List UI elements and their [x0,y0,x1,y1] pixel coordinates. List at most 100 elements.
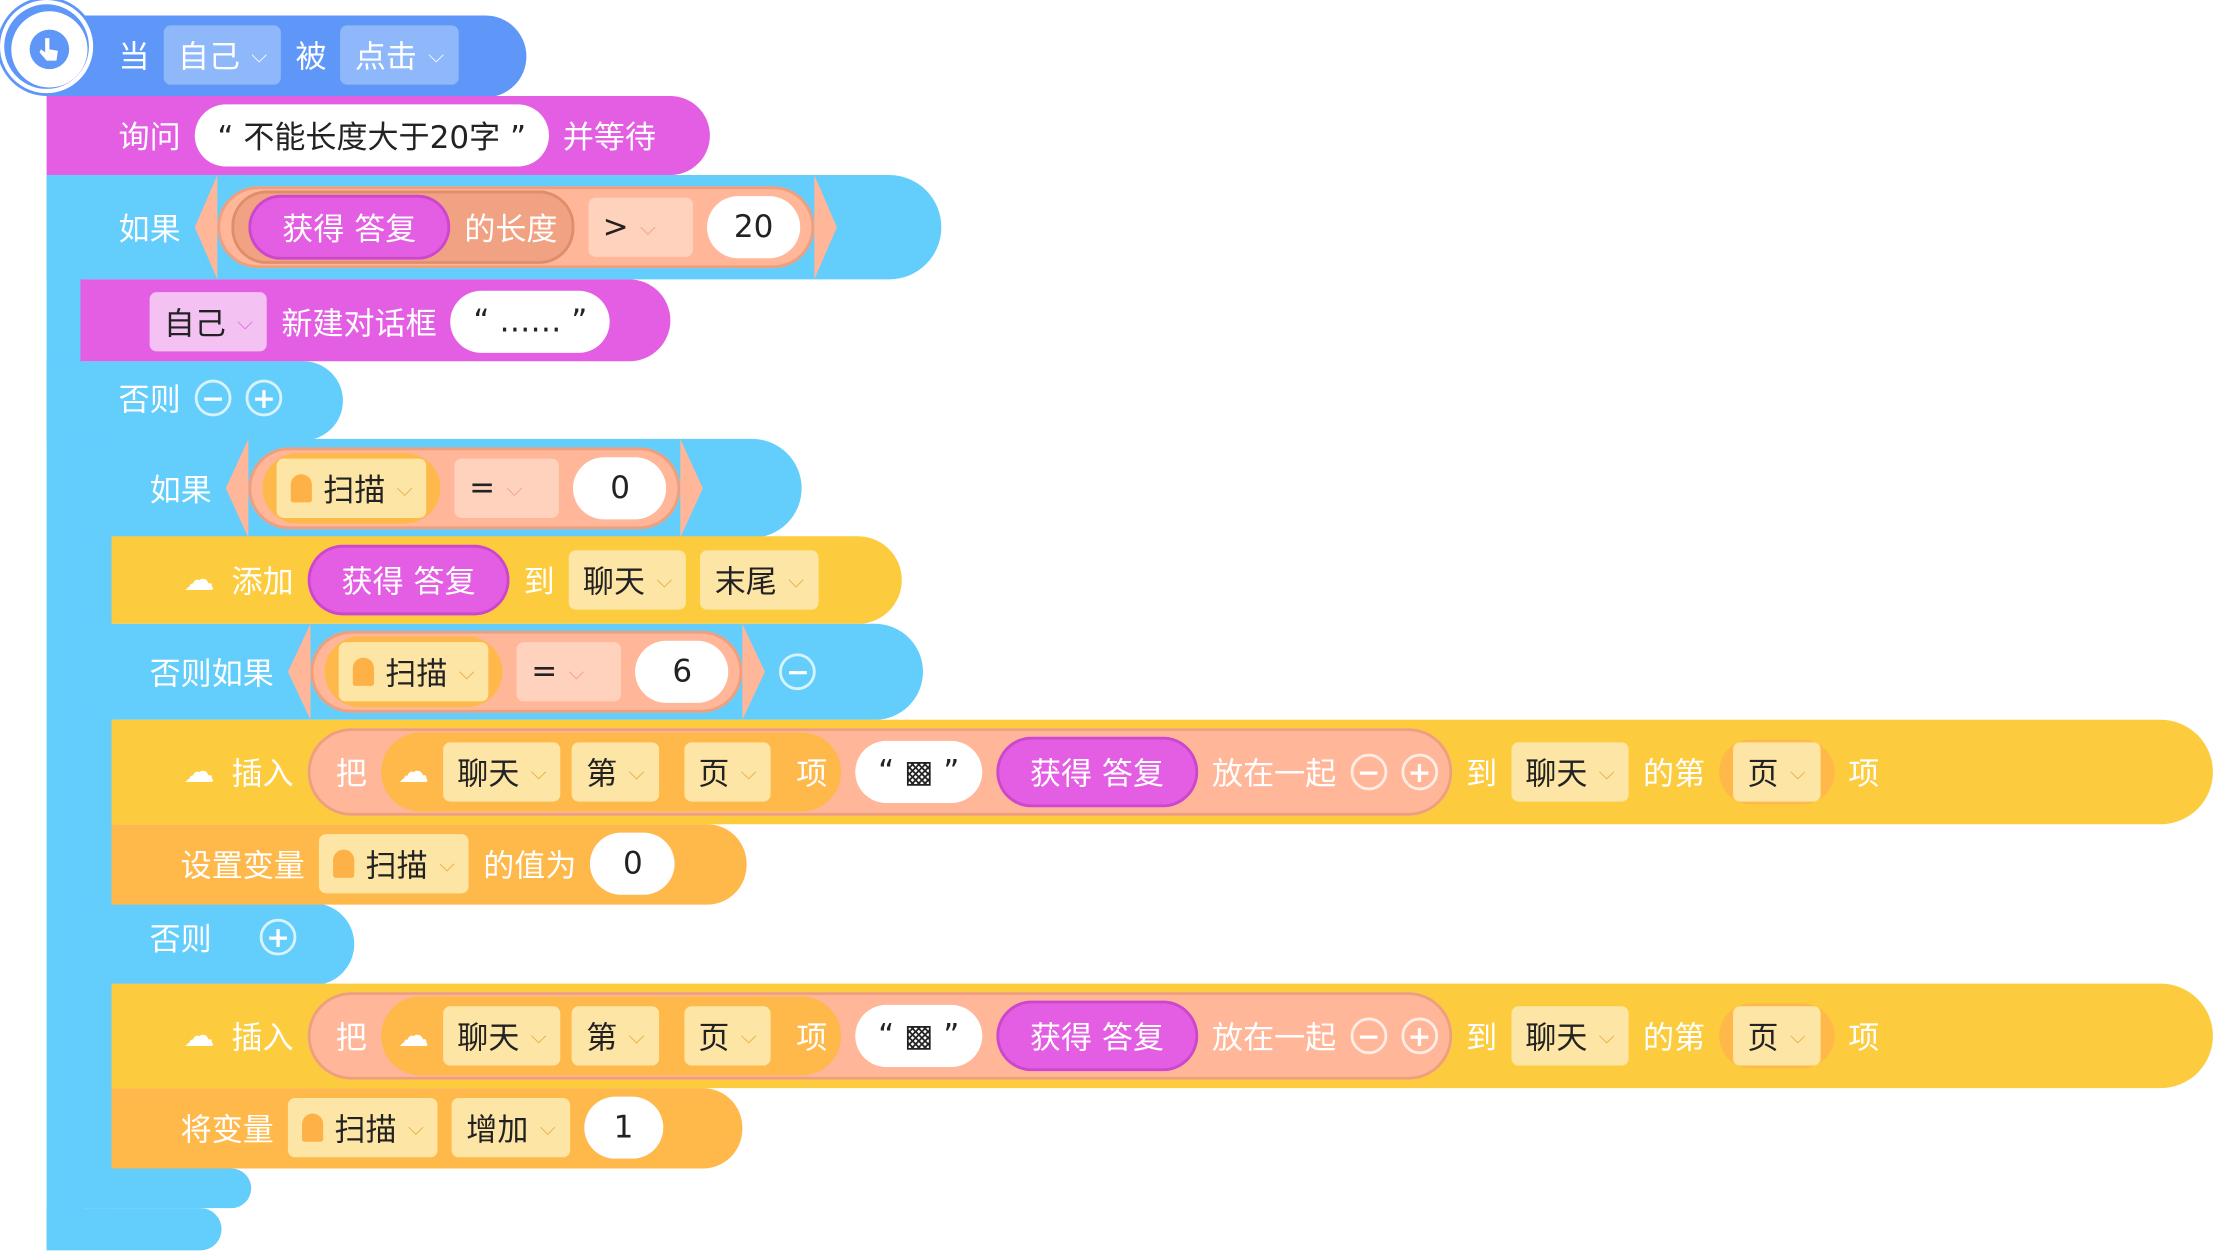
remove-item-button[interactable]: − [1350,1017,1388,1055]
add-branch-button[interactable]: + [259,918,297,956]
increment-value-input[interactable]: 1 [583,1096,664,1159]
event-action-value: 点击 [354,40,417,77]
chevron-down-icon: ⌵ [740,759,757,785]
ask-label: 询问 [118,121,181,157]
operator-value: > [602,209,629,245]
ghost-icon [302,1113,324,1142]
condition-left-edge [225,438,249,538]
dialog-target-dropdown[interactable]: 自己 ⌵ [149,292,268,352]
page-variable-dropdown[interactable]: 页 ⌵ [684,1006,771,1066]
scan-variable-value: 扫描 [385,657,448,693]
comparison-operator-block[interactable]: 获得 答复 的长度 > ⌵ 20 [217,186,815,269]
remove-branch-button[interactable]: − [194,379,232,417]
nth-value: 第 [586,757,618,794]
equals-operator-block[interactable]: 扫描 ⌵ = ⌵ 6 [310,630,743,713]
join-text-block[interactable]: 把 ☁ 聊天 ⌵ 第 ⌵ 页 ⌵ 项 “ ▩ ” [307,728,1452,816]
page-variable-reporter[interactable]: 页 ⌵ [670,739,785,805]
compare-value-input[interactable]: 20 [707,196,801,259]
add-label: 添加 [231,565,294,602]
page-variable-reporter[interactable]: 页 ⌵ [670,1003,785,1069]
nth-dropdown[interactable]: 第 ⌵ [572,1006,659,1066]
text-input[interactable]: “ ▩ ” [855,740,982,804]
variable-value-input[interactable]: 0 [590,832,676,895]
item-label: 项 [796,757,828,794]
if-else-block-body [46,175,84,1248]
scan-variable-dropdown[interactable]: 扫描 ⌵ [318,834,470,894]
chevron-down-icon: ⌵ [530,1023,547,1049]
add-item-button[interactable]: + [1401,1017,1438,1055]
list-dropdown[interactable]: 聊天 ⌵ [443,1006,561,1066]
position-dropdown[interactable]: 末尾 ⌵ [700,550,819,610]
condition-left-edge [287,623,311,720]
equals-operator-dropdown[interactable]: = ⌵ [517,642,622,702]
compare-value-input[interactable]: 0 [573,457,667,520]
dialog-text-input[interactable]: “ …… ” [450,290,610,353]
event-action-dropdown[interactable]: 点击 ⌵ [340,25,459,85]
ghost-icon [333,849,355,878]
equals-operator-dropdown[interactable]: = ⌵ [455,458,560,518]
if-label: 如果 [118,213,181,249]
event-middle-label: 被 [295,40,327,77]
join-label: 放在一起 [1212,757,1337,794]
page-variable-dropdown[interactable]: 页 ⌵ [684,742,771,802]
list-item-reporter[interactable]: ☁ 聊天 ⌵ 第 ⌵ 页 ⌵ 项 [381,996,842,1076]
list-item-reporter[interactable]: ☁ 聊天 ⌵ 第 ⌵ 页 ⌵ 项 [381,732,842,812]
page-variable-reporter[interactable]: 页 ⌵ [1719,739,1835,805]
chevron-down-icon: ⌵ [407,1114,424,1141]
put-label: 把 [335,757,367,794]
chevron-down-icon: ⌵ [628,759,645,785]
value-is-label: 的值为 [483,849,577,885]
answer-reporter[interactable]: 获得 答复 [996,1000,1198,1072]
remove-branch-button[interactable]: − [779,653,817,691]
event-target-dropdown[interactable]: 自己 ⌵ [163,25,282,85]
nth-dropdown[interactable]: 第 ⌵ [572,742,659,802]
scan-variable-dropdown[interactable]: 扫描 ⌵ [287,1097,439,1158]
scan-variable-dropdown[interactable]: 扫描 ⌵ [276,458,427,518]
answer-reporter[interactable]: 获得 答复 [307,544,510,616]
condition-right-edge [742,623,766,720]
remove-item-button[interactable]: − [1350,753,1388,791]
compare-value-input[interactable]: 6 [635,640,729,703]
target-list-dropdown[interactable]: 聊天 ⌵ [1511,742,1629,802]
answer-reporter[interactable]: 获得 答复 [248,194,451,260]
inner-if-block-foot [79,1168,252,1209]
scan-variable-dropdown[interactable]: 扫描 ⌵ [338,642,489,702]
ask-suffix-label: 并等待 [562,121,656,157]
comparison-operator-dropdown[interactable]: > ⌵ [588,197,693,257]
change-op-dropdown[interactable]: 增加 ⌵ [452,1097,570,1158]
item-label: 项 [796,1021,828,1058]
event-target-value: 自己 [177,40,240,77]
scan-variable-reporter[interactable]: 扫描 ⌵ [262,453,441,524]
else-label: 否则 [149,922,212,959]
text-input[interactable]: “ ▩ ” [855,1004,982,1067]
list-value: 聊天 [457,1021,520,1058]
inner-if-block-body [79,438,113,1209]
to-label: 到 [1466,1021,1498,1058]
add-item-button[interactable]: + [1401,753,1438,791]
ghost-icon [352,657,375,686]
page-variable-dropdown[interactable]: 页 ⌵ [1733,742,1821,802]
ask-text-input[interactable]: “ 不能长度大于20字 ” [194,104,549,167]
chevron-down-icon: ⌵ [438,851,456,877]
chevron-down-icon: ⌵ [530,759,547,785]
chevron-down-icon: ⌵ [639,214,657,240]
scan-variable-reporter[interactable]: 扫描 ⌵ [324,636,503,708]
chevron-down-icon: ⌵ [506,475,523,502]
answer-reporter[interactable]: 获得 答复 [996,736,1198,808]
put-label: 把 [335,1021,367,1058]
length-reporter[interactable]: 获得 答复 的长度 [231,190,575,264]
join-label: 放在一起 [1212,1021,1337,1058]
chevron-down-icon: ⌵ [458,659,475,685]
target-list-dropdown[interactable]: 聊天 ⌵ [1511,1006,1629,1066]
join-text-block[interactable]: 把 ☁ 聊天 ⌵ 第 ⌵ 页 ⌵ 项 “ ▩ ” [307,992,1452,1080]
page-variable-value: 页 [698,757,730,794]
condition-right-edge [680,438,704,538]
equals-operator-block[interactable]: 扫描 ⌵ = ⌵ 0 [248,447,681,530]
add-branch-button[interactable]: + [245,379,283,417]
chevron-down-icon: ⌵ [1598,1023,1615,1049]
chevron-down-icon: ⌵ [428,42,445,68]
list-dropdown[interactable]: 聊天 ⌵ [443,742,561,802]
list-dropdown[interactable]: 聊天 ⌵ [568,550,687,610]
page-variable-reporter[interactable]: 页 ⌵ [1719,1003,1835,1069]
page-variable-dropdown[interactable]: 页 ⌵ [1733,1006,1821,1066]
